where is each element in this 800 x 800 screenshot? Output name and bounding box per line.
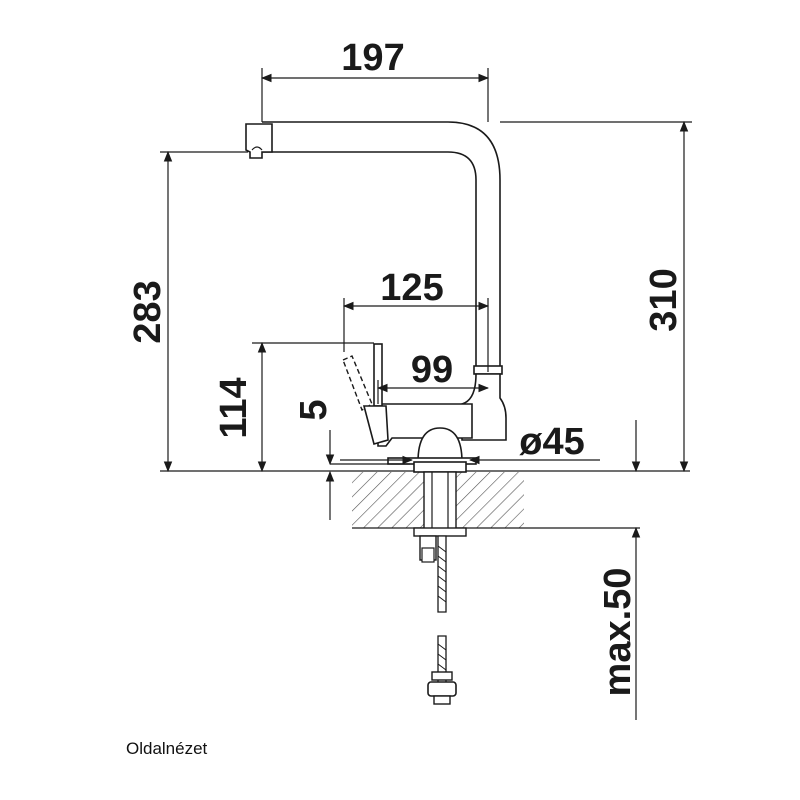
dim-height-to-outlet: 283: [127, 280, 169, 343]
dim-body-reach: 99: [411, 349, 453, 391]
dim-total-height: 310: [643, 268, 685, 331]
dim-base-diameter: ø45: [519, 421, 584, 463]
view-caption: Oldalnézet: [126, 739, 208, 758]
dimension-lines: [160, 68, 692, 720]
dim-lever-reach: 125: [380, 267, 443, 309]
dim-max-worktop-thickness: max.50: [597, 568, 639, 697]
dim-lever-height: 114: [213, 377, 255, 438]
faucet-outline: [245, 121, 507, 705]
dim-base-offset: 5: [293, 399, 335, 420]
dim-spout-reach: 197: [341, 37, 404, 79]
